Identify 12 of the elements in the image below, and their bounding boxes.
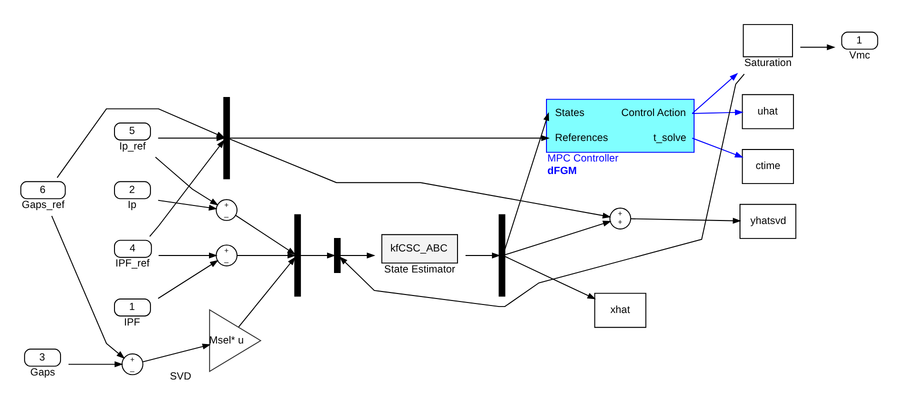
node-label: State Estimator <box>384 264 456 276</box>
node-label: Gaps_ref <box>22 200 64 211</box>
node-label: Vmc <box>849 50 870 62</box>
node-label: SVD <box>170 372 192 383</box>
node-label: IPF <box>124 317 140 328</box>
node-label: Ip <box>128 200 136 211</box>
node-label: Ip_ref <box>119 141 146 152</box>
node-label: MPC Controller <box>547 154 618 165</box>
node-label: dFGM <box>547 166 577 177</box>
node-label: Saturation <box>744 58 792 70</box>
node-label: IPF_ref <box>115 258 150 270</box>
node-label: Gaps <box>30 367 56 378</box>
